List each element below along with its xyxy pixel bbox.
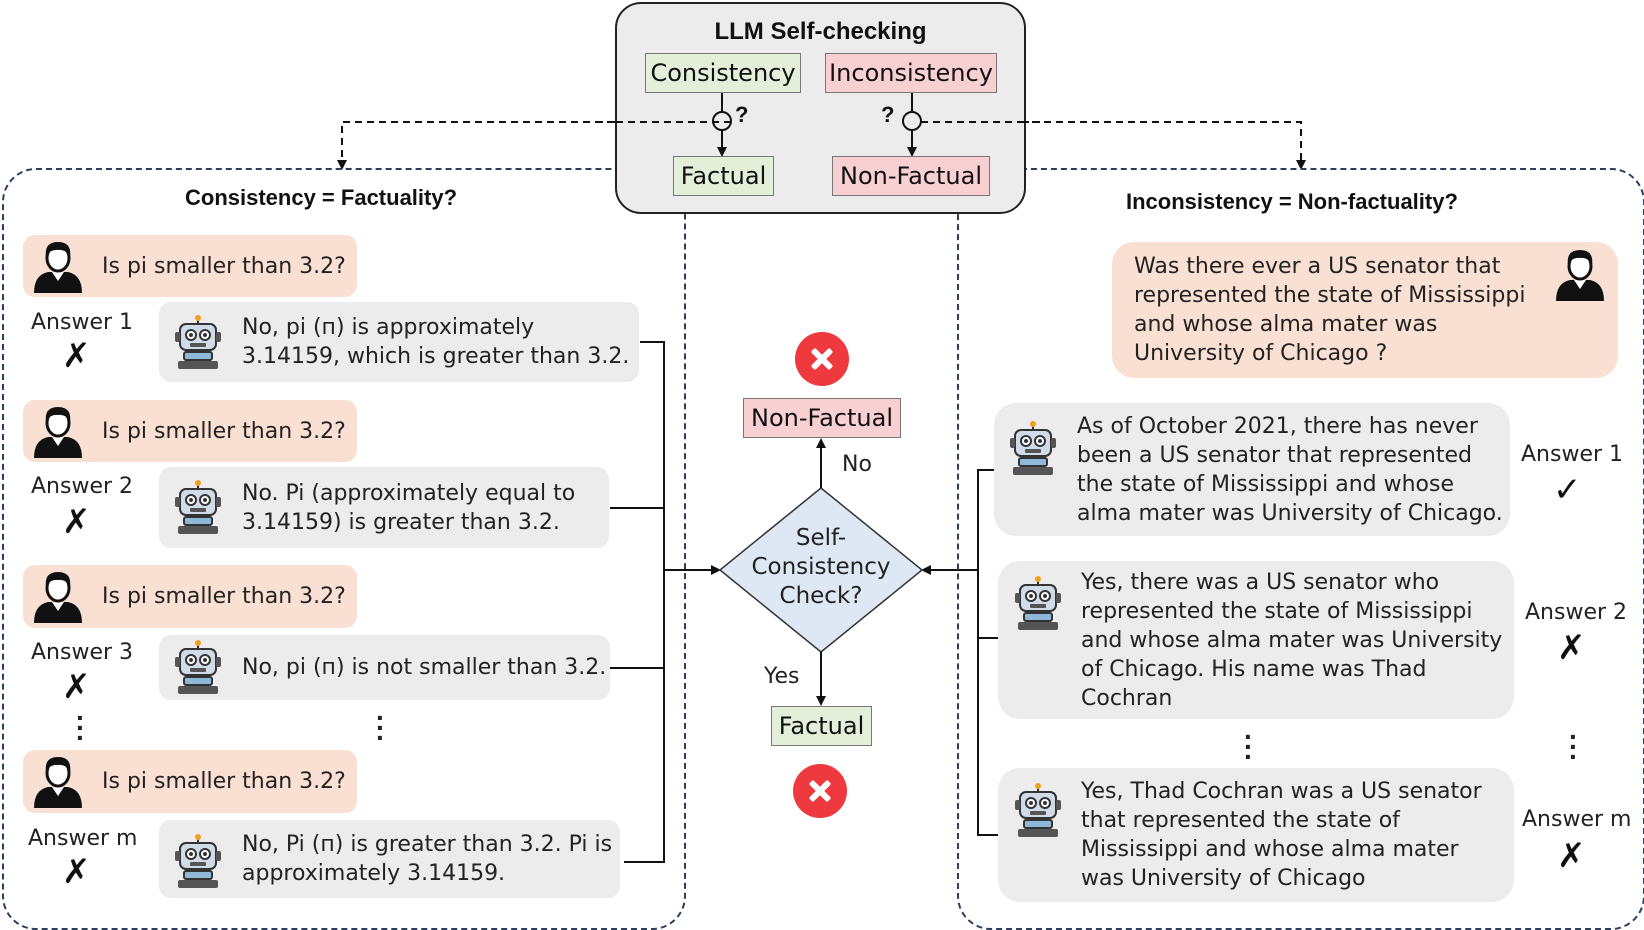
top-consistency-label: Consistency bbox=[645, 53, 801, 93]
answer-text-2: No. Pi (approximately equal to 3.14159) … bbox=[242, 480, 576, 535]
cross-mark-rm: ✗ bbox=[1557, 836, 1586, 876]
top-box-arrows bbox=[600, 93, 1040, 157]
right-section-title: Inconsistency = Non-factuality? bbox=[1126, 189, 1458, 214]
user-avatar-icon bbox=[34, 757, 82, 808]
question-mark-right: ? bbox=[881, 102, 895, 127]
cross-mark-r2: ✗ bbox=[1557, 628, 1586, 668]
cross-mark-1: ✗ bbox=[62, 336, 91, 376]
center-non-factual-label: Non-Factual bbox=[743, 398, 901, 438]
right-ellipsis-1: ··· bbox=[1244, 721, 1254, 772]
right-answer-label-1: Answer 1 bbox=[1521, 442, 1624, 467]
answer-text-m: No, Pi (п) is greater than 3.2. Pi is ap… bbox=[242, 832, 613, 886]
right-answer-text-m: Yes, Thad Cochran was a US senator that … bbox=[1081, 779, 1482, 891]
right-question-text: Was there ever a US senator that represe… bbox=[1134, 254, 1526, 366]
diamond-text: Self- Consistency Check? bbox=[751, 525, 891, 609]
user-avatar-icon bbox=[1556, 250, 1604, 301]
right-question-bubble: Was there ever a US senator that represe… bbox=[1112, 242, 1618, 378]
answer-bubble-2: No. Pi (approximately equal to 3.14159) … bbox=[159, 467, 609, 548]
answer-bubble-3: No, pi (п) is not smaller than 3.2. bbox=[159, 635, 610, 700]
question-mark-left: ? bbox=[735, 102, 749, 127]
cross-mark-2: ✗ bbox=[62, 502, 91, 542]
answer-text-1: No, pi (п) is approximately 3.14159, whi… bbox=[242, 315, 630, 369]
answer-label-m: Answer m bbox=[28, 826, 138, 851]
top-inconsistency-label: Inconsistency bbox=[825, 53, 997, 93]
no-label: No bbox=[842, 452, 872, 477]
red-x-icon-top bbox=[795, 332, 849, 386]
cross-mark-m: ✗ bbox=[62, 852, 91, 892]
right-answer-text-1: As of October 2021, there has never been… bbox=[1077, 413, 1503, 526]
center-factual-label: Factual bbox=[771, 706, 872, 746]
dashed-connector-right bbox=[912, 121, 1306, 170]
top-title: LLM Self-checking bbox=[714, 18, 927, 45]
right-answer-label-2: Answer 2 bbox=[1525, 600, 1628, 625]
user-avatar-icon bbox=[34, 572, 82, 623]
dashed-connector-left bbox=[337, 121, 722, 170]
question-bubble-m: Is pi smaller than 3.2? bbox=[23, 750, 357, 813]
question-text-m: Is pi smaller than 3.2? bbox=[102, 769, 346, 794]
left-section-title: Consistency = Factuality? bbox=[185, 185, 458, 210]
question-text-1: Is pi smaller than 3.2? bbox=[102, 253, 346, 279]
cross-mark-3: ✗ bbox=[62, 667, 91, 707]
top-non-factual-label: Non-Factual bbox=[832, 156, 990, 196]
yes-label: Yes bbox=[764, 664, 800, 689]
question-text-3: Is pi smaller than 3.2? bbox=[102, 584, 346, 609]
robot-icon bbox=[1015, 576, 1061, 630]
answer-bubble-m: No, Pi (п) is greater than 3.2. Pi is ap… bbox=[159, 820, 620, 898]
answer-bubble-1: No, pi (п) is approximately 3.14159, whi… bbox=[159, 302, 639, 382]
answer-label-2: Answer 2 bbox=[31, 474, 134, 499]
right-bracket bbox=[977, 469, 998, 836]
robot-icon bbox=[175, 640, 221, 694]
left-ellipsis-1: ··· bbox=[76, 702, 86, 753]
right-answer-label-m: Answer m bbox=[1522, 807, 1632, 832]
right-ellipsis-2: ··· bbox=[1569, 721, 1579, 772]
left-ellipsis-2: ··· bbox=[376, 702, 386, 753]
top-factual-label: Factual bbox=[673, 156, 774, 196]
robot-icon bbox=[175, 315, 221, 369]
user-avatar-icon bbox=[34, 407, 82, 458]
user-avatar-icon bbox=[34, 242, 82, 293]
answer-text-3: No, pi (п) is not smaller than 3.2. bbox=[242, 655, 607, 680]
answer-label-3: Answer 3 bbox=[31, 640, 134, 665]
robot-icon bbox=[1015, 783, 1061, 837]
left-bracket bbox=[624, 341, 665, 863]
robot-icon bbox=[175, 834, 221, 888]
check-mark-1: ✓ bbox=[1553, 470, 1582, 510]
answer-label-1: Answer 1 bbox=[31, 310, 134, 335]
robot-icon bbox=[1010, 421, 1056, 475]
robot-icon bbox=[175, 480, 221, 534]
question-text-2: Is pi smaller than 3.2? bbox=[102, 418, 346, 444]
right-answer-bubble-1: As of October 2021, there has never been… bbox=[994, 403, 1510, 536]
right-answer-bubble-m: Yes, Thad Cochran was a US senator that … bbox=[998, 768, 1514, 902]
right-answer-text-2: Yes, there was a US senator who represen… bbox=[1081, 569, 1503, 711]
right-answer-bubble-2: Yes, there was a US senator who represen… bbox=[998, 561, 1514, 719]
red-x-icon-bottom bbox=[793, 764, 847, 818]
